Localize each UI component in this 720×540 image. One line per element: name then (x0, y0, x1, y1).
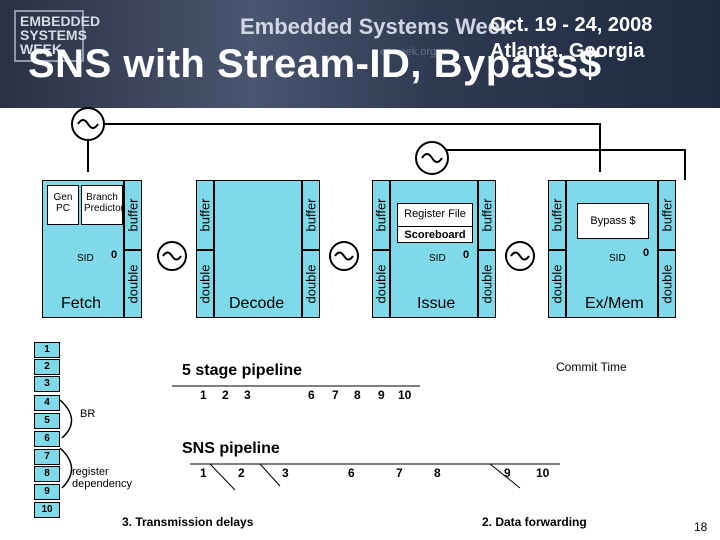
fetch-label: Fetch (61, 295, 102, 312)
esweek-logo: EMBEDDED SYSTEMS WEEK (14, 10, 100, 62)
instr-cell-9: 9 (34, 484, 60, 500)
double-label: double (373, 264, 389, 304)
exmem-sid-label: SID (609, 253, 626, 264)
logo-line-2: SYSTEMS (20, 27, 87, 43)
decode-label: Decode (229, 295, 285, 312)
exmem-label: Ex/Mem (585, 295, 644, 312)
buffer-label: buffer (373, 198, 389, 232)
double-label: double (197, 264, 213, 304)
decode-stage: Decode (214, 180, 302, 318)
decode-out-buffer: buffer (302, 180, 320, 250)
issue-in-double: double (372, 250, 390, 318)
bypass-cache-label: Bypass $ (590, 215, 636, 227)
issue-sid-value: 0 (463, 249, 470, 261)
register-dependency-label: register dependency (72, 466, 132, 490)
branch-predictor-label: Branch Predictor (84, 192, 125, 214)
register-file-box: Register File Scoreboard (397, 203, 473, 243)
five-stage-heading: 5 stage pipeline (182, 362, 303, 379)
instr-cell-4: 4 (34, 395, 60, 411)
fetch-double: double (124, 250, 142, 318)
double-label: double (479, 264, 495, 304)
exmem-sid-value: 0 (643, 247, 650, 259)
sns-t6: 6 (348, 466, 355, 480)
double-label: double (659, 264, 675, 304)
issue-sid-label: SID (429, 253, 446, 264)
event-name: Embedded Systems Week (240, 14, 513, 39)
slide-title: SNS with Stream-ID, Bypass$ (28, 42, 602, 86)
five-stage-t8: 8 (354, 388, 361, 402)
exmem-in-double: double (548, 250, 566, 318)
fetch-sid-value: 0 (111, 249, 118, 261)
buffer-label: buffer (125, 198, 141, 232)
fetch-sid-label: SID (77, 253, 94, 264)
branch-predictor-box: Branch Predictor (81, 185, 125, 225)
decode-out-double: double (302, 250, 320, 318)
five-stage-t6: 6 (308, 388, 315, 402)
event-location: Atlanta, Georgia (490, 40, 645, 62)
issue-stage: Register File Scoreboard SID 0 Issue (390, 180, 478, 318)
double-label: double (303, 264, 319, 304)
sns-t9: 9 (504, 466, 511, 480)
buffer-label: buffer (197, 198, 213, 232)
event-dates: Oct. 19 - 24, 2008 (490, 14, 653, 36)
five-stage-t1: 1 (200, 388, 207, 402)
double-label: double (549, 264, 565, 304)
instr-cell-1: 1 (34, 342, 60, 358)
fetch-stage: Gen PC Branch Predictor SID 0 Fetch (42, 180, 124, 318)
sns-pipeline-heading: SNS pipeline (182, 440, 280, 457)
five-stage-t2: 2 (222, 388, 229, 402)
commit-time-label: Commit Time (556, 360, 627, 374)
buffer-label: buffer (659, 198, 675, 232)
double-label: double (125, 264, 141, 304)
buffer-label: buffer (303, 198, 319, 232)
bypass-cache-box: Bypass $ (577, 203, 649, 239)
page-number: 18 (694, 520, 708, 534)
br-label: BR (80, 408, 96, 420)
gen-pc-box: Gen PC (47, 185, 79, 225)
exmem-stage: Bypass $ SID 0 Ex/Mem (566, 180, 658, 318)
sns-t3: 3 (282, 466, 289, 480)
fetch-buffer: buffer (124, 180, 142, 250)
five-stage-t10: 10 (398, 388, 412, 402)
conference-banner: EMBEDDED SYSTEMS WEEK Embedded Systems W… (0, 0, 720, 108)
decode-in-buffer: buffer (196, 180, 214, 250)
exmem-in-buffer: buffer (548, 180, 566, 250)
instr-cell-7: 7 (34, 449, 60, 465)
five-stage-t3: 3 (244, 388, 251, 402)
decode-in-double: double (196, 250, 214, 318)
sns-t8: 8 (434, 466, 441, 480)
issue-out-double: double (478, 250, 496, 318)
issue-in-buffer: buffer (372, 180, 390, 250)
issue-out-buffer: buffer (478, 180, 496, 250)
exmem-out-double: double (658, 250, 676, 318)
event-url: esweek.org (380, 46, 437, 58)
instr-cell-5: 5 (34, 413, 60, 429)
instr-cell-6: 6 (34, 431, 60, 447)
gen-pc-label: Gen PC (53, 192, 73, 214)
buffer-label: buffer (479, 198, 495, 232)
instr-cell-3: 3 (34, 376, 60, 392)
sns-t10: 10 (536, 466, 550, 480)
buffer-label: buffer (549, 198, 565, 232)
instr-cell-8: 8 (34, 466, 60, 482)
logo-line-3: WEEK (20, 41, 62, 57)
sns-t1: 1 (200, 466, 207, 480)
instr-cell-10: 10 (34, 502, 60, 518)
five-stage-t7: 7 (332, 388, 339, 402)
register-file-label: Register File (404, 208, 466, 220)
sns-t2: 2 (238, 466, 245, 480)
data-forwarding-label: 2. Data forwarding (482, 515, 587, 529)
instr-cell-2: 2 (34, 359, 60, 375)
five-stage-t9: 9 (378, 388, 385, 402)
transmission-delays-label: 3. Transmission delays (122, 515, 254, 529)
exmem-out-buffer: buffer (658, 180, 676, 250)
issue-label: Issue (417, 295, 456, 312)
scoreboard-label: Scoreboard (398, 226, 472, 243)
sns-t7: 7 (396, 466, 403, 480)
